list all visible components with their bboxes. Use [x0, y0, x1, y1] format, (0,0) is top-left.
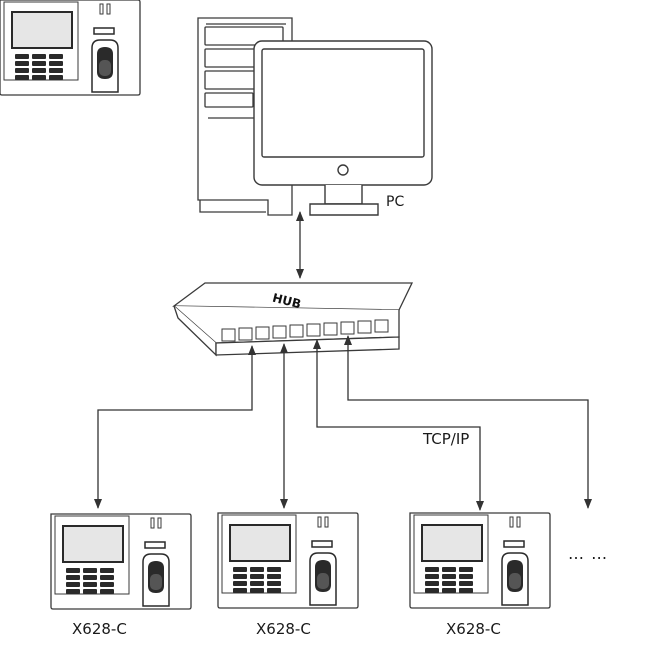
pc-monitor [253, 40, 433, 216]
link-hub-device-3 [313, 339, 484, 511]
link-hub-device-1 [94, 345, 256, 509]
hub-label: HUB [271, 291, 302, 312]
hub-ports [221, 319, 389, 342]
device-3-label: X628-C [446, 620, 501, 638]
device-1-label: X628-C [72, 620, 127, 638]
device-1 [50, 513, 192, 610]
pc-label: PC [386, 194, 405, 210]
link-hub-more [344, 335, 592, 509]
connections [94, 335, 592, 511]
protocol-label: TCP/IP [423, 430, 470, 448]
hub-device [172, 282, 414, 357]
device-2-label: X628-C [256, 620, 311, 638]
device-2 [217, 512, 359, 609]
device-3 [409, 512, 551, 609]
more-devices-ellipsis: … … [568, 544, 609, 563]
x628c-terminal [0, 0, 141, 96]
